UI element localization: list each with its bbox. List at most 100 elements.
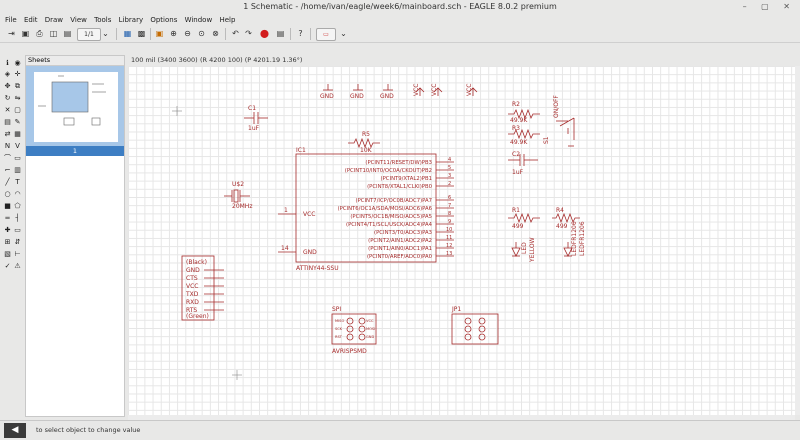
command-toolbar: ℹ ◉ ◈ ✛ ✥ ⧉ ↻ ⇋ ✕ ▢ ▤ ✎ ⇄ ▦ N V ⌒ ▭ ⌐ ▥ … [0, 57, 24, 415]
zoom-select-icon[interactable]: ⊗ [212, 29, 219, 38]
chevron-down-icon[interactable]: ⌄ [102, 29, 109, 38]
led-green[interactable] [563, 242, 573, 257]
u2-name: U$2 [232, 181, 244, 188]
display-icon[interactable]: ◈ [4, 70, 11, 78]
arc-icon[interactable]: ◠ [14, 190, 21, 198]
design-link-icon[interactable]: ▭ [316, 28, 336, 41]
paste-icon[interactable]: ▤ [4, 118, 11, 126]
board-switch-icon[interactable]: ▦ [123, 29, 132, 38]
menu-help[interactable]: Help [219, 16, 236, 24]
group-icon[interactable]: ▢ [14, 106, 21, 114]
errors-icon[interactable]: ⚠ [14, 262, 21, 270]
name-icon[interactable]: N [4, 142, 11, 150]
wire-icon[interactable]: ╱ [5, 178, 10, 186]
c1-name: C1 [248, 105, 256, 112]
smash-icon[interactable]: ▭ [14, 154, 21, 162]
sheet-thumbnail[interactable]: 1 [26, 66, 124, 156]
copy-icon[interactable]: ⧉ [15, 82, 20, 90]
attribute-icon[interactable]: ▧ [4, 250, 11, 258]
cam-icon[interactable]: ◫ [49, 29, 58, 38]
ic1-left-pins [278, 213, 296, 253]
zoom-in-icon[interactable]: ⊕ [170, 29, 177, 38]
zoom-redraw-icon[interactable]: ⊙ [198, 29, 205, 38]
menu-view[interactable]: View [70, 16, 87, 24]
spi-pads [346, 317, 366, 341]
pinswap-icon[interactable]: ⇵ [14, 238, 21, 246]
spi-header-body[interactable] [331, 313, 377, 345]
capacitor-c2[interactable] [508, 154, 538, 166]
window-controls[interactable]: – ▢ ✕ [742, 2, 796, 11]
sheet-select[interactable]: 1/1 [77, 28, 101, 41]
ftdi-label-rxd: RXD [186, 299, 199, 306]
back-arrow-icon[interactable]: ◀ [4, 423, 26, 438]
menu-file[interactable]: File [5, 16, 17, 24]
chevron-down-icon[interactable]: ⌄ [340, 29, 347, 38]
invoke-icon[interactable]: ▥ [14, 166, 21, 174]
status-bar: ◀ to select object to change value [0, 420, 800, 440]
rect-icon[interactable]: ■ [4, 202, 11, 210]
print-icon[interactable]: ⎙ [36, 29, 43, 38]
schematic-canvas[interactable]: GND GND GND VCC VCC VCC C1 1uF R5 10K R2… [128, 66, 795, 415]
mark-icon[interactable]: ✛ [14, 70, 21, 78]
help-icon[interactable]: ? [298, 29, 303, 38]
label-icon[interactable]: ▭ [14, 226, 21, 234]
split-icon[interactable]: ⌒ [4, 154, 11, 162]
menu-library[interactable]: Library [118, 16, 144, 24]
resistor-r5[interactable] [348, 137, 380, 149]
switch-s1[interactable] [556, 117, 575, 147]
redo-icon[interactable]: ↷ [245, 29, 252, 38]
ulp-icon[interactable]: ▩ [137, 29, 146, 38]
menu-window[interactable]: Window [184, 16, 213, 24]
delete-icon[interactable]: ✕ [4, 106, 11, 114]
ftdi-header-body[interactable] [181, 255, 215, 321]
zoom-out-icon[interactable]: ⊖ [184, 29, 191, 38]
menu-edit[interactable]: Edit [23, 16, 38, 24]
net-icon[interactable]: ┤ [15, 214, 20, 222]
ic1-pin-number-vcc: 1 [284, 207, 288, 214]
vertical-scrollbar[interactable] [795, 66, 800, 415]
junction-icon[interactable]: ✚ [4, 226, 11, 234]
sheet-number[interactable]: 1 [26, 146, 124, 156]
erc-icon[interactable]: ✓ [4, 262, 11, 270]
menu-draw[interactable]: Draw [44, 16, 64, 24]
text-icon[interactable]: T [15, 178, 20, 186]
sheets-panel: Sheets 1 [25, 55, 125, 417]
miter-icon[interactable]: ⌐ [4, 166, 11, 174]
rotate-icon[interactable]: ↻ [4, 94, 11, 102]
resistor-r3[interactable] [508, 128, 540, 140]
ic1-pin-number-7: 7 [448, 203, 451, 209]
capacitor-c1[interactable] [244, 112, 268, 124]
add-icon[interactable]: ⊞ [4, 238, 11, 246]
info-icon[interactable]: ℹ [6, 59, 9, 67]
led-yellow[interactable] [511, 242, 521, 257]
menu-options[interactable]: Options [150, 16, 178, 24]
open-icon[interactable]: ⇥ [8, 29, 15, 38]
save-icon[interactable]: ▣ [21, 29, 30, 38]
bus-icon[interactable]: ═ [5, 214, 10, 222]
ic1-pin-pa1: (PCINT1/AIN0/ADC1)PA1 [368, 246, 432, 252]
resistor-r4[interactable] [552, 212, 580, 224]
change-icon[interactable]: ✎ [14, 118, 21, 126]
polygon-icon[interactable]: ⬠ [14, 202, 21, 210]
led-yellow-name: LED [521, 242, 528, 254]
dimension-icon[interactable]: ⊢ [14, 250, 21, 258]
ic1-pin-number-2: 2 [448, 181, 451, 187]
resistor-r2[interactable] [508, 108, 540, 120]
zoom-fit-icon[interactable]: ▣ [155, 29, 164, 38]
resistor-r1[interactable] [508, 212, 540, 224]
menu-tools[interactable]: Tools [94, 16, 112, 24]
jp1-body[interactable] [451, 313, 499, 345]
go-icon[interactable]: ▤ [276, 29, 285, 38]
show-icon[interactable]: ◉ [14, 59, 21, 67]
mirror-icon[interactable]: ⇋ [14, 94, 21, 102]
move-icon[interactable]: ✥ [4, 82, 11, 90]
stop-icon[interactable]: ⬤ [260, 29, 269, 38]
undo-icon[interactable]: ↶ [232, 29, 239, 38]
horizontal-scrollbar[interactable] [128, 415, 795, 420]
resonator-u2[interactable] [224, 189, 250, 203]
replace-icon[interactable]: ⇄ [4, 130, 11, 138]
sheet-icon[interactable]: ▤ [63, 29, 72, 38]
gateswap-icon[interactable]: ▦ [14, 130, 21, 138]
value-icon[interactable]: V [15, 142, 20, 150]
circle-icon[interactable]: ○ [4, 190, 11, 198]
